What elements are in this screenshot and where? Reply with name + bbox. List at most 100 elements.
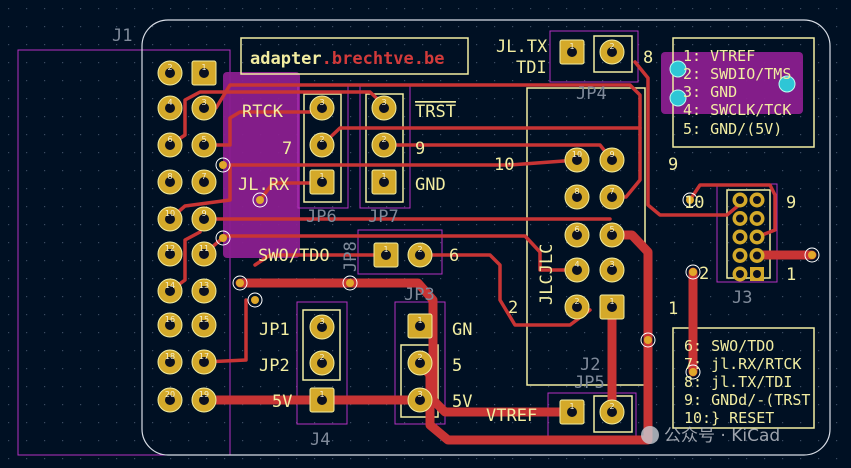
pad-jp3-2: 2	[407, 350, 433, 376]
pad-j3	[749, 248, 765, 263]
svg-text:9: 9	[201, 209, 206, 218]
pad-j1-17: 17	[191, 349, 217, 375]
swd-legend-line: 1: VTREF	[683, 47, 755, 65]
svg-text:3: 3	[319, 98, 324, 107]
pad-j1-7: 7	[191, 169, 217, 195]
trace-gnd	[415, 230, 653, 445]
label-trst: TRST	[415, 102, 456, 122]
via	[685, 264, 701, 280]
svg-text:12: 12	[165, 244, 175, 253]
pads: 1234567891011121314151617181920123456789…	[157, 39, 765, 425]
banner-frame	[240, 37, 469, 75]
svg-text:1: 1	[569, 402, 574, 411]
via	[247, 292, 263, 308]
svg-text:2: 2	[417, 245, 422, 254]
via	[215, 230, 231, 246]
svg-text:10: 10	[165, 209, 175, 218]
pad-j1-11: 11	[191, 241, 217, 267]
swd-test-pads	[669, 60, 796, 107]
svg-text:2: 2	[417, 353, 422, 362]
svg-text:1: 1	[319, 172, 324, 181]
label-j3-9: 9	[786, 193, 796, 213]
label-5: 5	[452, 356, 462, 376]
copper-traces	[168, 60, 817, 445]
pad-j1-9: 9	[191, 206, 217, 232]
ref-j3: J3	[732, 288, 752, 308]
svg-text:8: 8	[167, 172, 172, 181]
label-j2-2: 2	[508, 298, 518, 318]
silkscreen-labels: RTCK 7 JL.RX TRST 9 GND SWO/TDO 6 JL.TX …	[238, 37, 796, 426]
svg-text:1: 1	[569, 42, 574, 51]
via	[685, 364, 701, 380]
svg-text:2: 2	[574, 297, 579, 306]
pad-j3	[732, 248, 748, 263]
pad-jp8-2: 2	[407, 242, 433, 268]
label-tdi: TDI	[516, 58, 547, 78]
svg-text:2: 2	[381, 135, 386, 144]
label-jp1: JP1	[259, 320, 290, 340]
via	[342, 275, 358, 291]
test-pad-swdio	[669, 60, 687, 78]
pad-j2-2: 2	[564, 294, 590, 320]
svg-text:1: 1	[417, 316, 422, 325]
pad-jp7-3: 3	[371, 95, 397, 121]
svg-text:1: 1	[201, 63, 206, 72]
svg-text:19: 19	[199, 390, 209, 399]
label-j3-10: 10	[684, 193, 704, 213]
pad-j1-13: 13	[191, 278, 217, 304]
svg-text:3: 3	[381, 98, 386, 107]
pad-j1-20: 20	[157, 387, 183, 413]
label-6: 6	[449, 246, 459, 266]
wechat-icon	[641, 426, 659, 444]
label-5v-right: 5V	[452, 392, 472, 412]
label-7: 7	[282, 139, 292, 159]
svg-text:8: 8	[574, 187, 579, 196]
label-swo-tdo: SWO/TDO	[258, 246, 330, 266]
pad-j4-2: 2	[309, 350, 335, 376]
pad-j2-3: 3	[599, 257, 625, 283]
jtag-legend-line: 8: jl.TX/TDI	[684, 373, 792, 391]
pad-j1-5: 5	[191, 132, 217, 158]
pad-j3	[750, 267, 764, 281]
keepout-zone-right	[661, 52, 803, 114]
pad-jp5-2: 2	[599, 399, 625, 425]
ref-jp3: JP3	[404, 285, 435, 305]
pad-jp3-1: 1	[407, 313, 433, 339]
pad-j3	[749, 211, 765, 226]
svg-text:2: 2	[609, 42, 614, 51]
jtag-legend-line: 7: jl.RX/RTCK	[684, 355, 801, 373]
via	[640, 332, 656, 348]
pad-j1-16: 16	[157, 312, 183, 338]
ref-jp6: JP6	[306, 207, 337, 227]
board-outline	[141, 19, 831, 456]
ref-jp5: JP5	[574, 373, 605, 393]
svg-text:1: 1	[609, 297, 614, 306]
pad-jp7-1: 1	[371, 169, 397, 195]
pad-j4-3: 3	[309, 314, 335, 340]
swd-legend-line: 2: SWDIO/TMS	[683, 65, 791, 83]
label-9: 9	[415, 139, 425, 159]
svg-text:17: 17	[199, 352, 209, 361]
pad-j1-15: 15	[191, 312, 217, 338]
pad-j1-1: 1	[191, 60, 217, 86]
pad-jp6-3: 3	[309, 95, 335, 121]
label-jltx: JL.TX	[496, 37, 548, 57]
pad-jp4-1: 1	[559, 39, 585, 65]
label-rtck: RTCK	[242, 102, 284, 122]
ref-j4: J4	[310, 430, 330, 450]
svg-text:11: 11	[199, 244, 209, 253]
svg-text:4: 4	[574, 260, 579, 269]
swd-legend-line: 5: GND/(5V)	[683, 120, 782, 138]
label-jlrx: JL.RX	[238, 175, 290, 195]
pad-j2-6: 6	[564, 222, 590, 248]
test-pad-gnd	[669, 89, 687, 107]
pad-j2-1: 1	[599, 294, 625, 320]
svg-text:13: 13	[199, 281, 209, 290]
svg-text:20: 20	[165, 390, 175, 399]
trace-vtref	[235, 278, 577, 417]
svg-text:7: 7	[201, 172, 206, 181]
label-8: 8	[643, 48, 653, 68]
label-jp2: JP2	[259, 356, 290, 376]
